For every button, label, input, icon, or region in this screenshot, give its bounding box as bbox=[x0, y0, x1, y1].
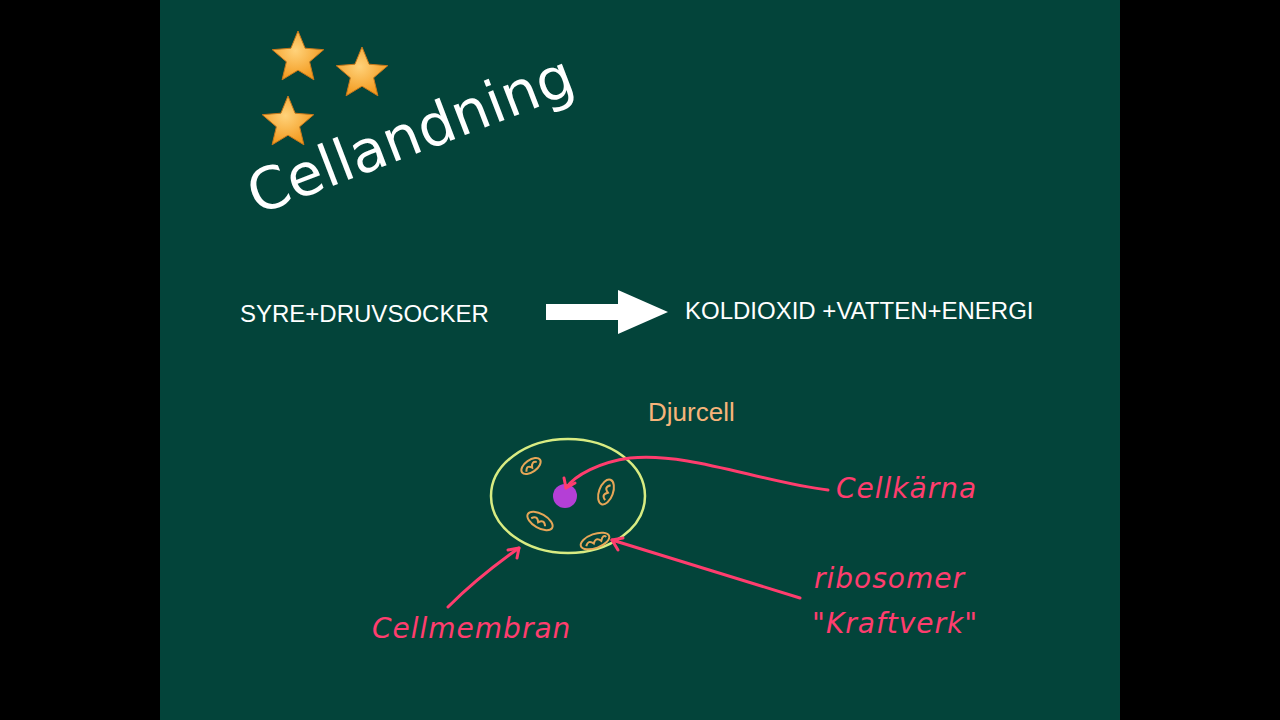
cell-membrane bbox=[491, 439, 645, 553]
part-label: ribosomer bbox=[814, 562, 965, 595]
star-icon bbox=[272, 31, 323, 80]
reaction-arrow bbox=[546, 290, 668, 334]
part-label: Cellmembran bbox=[372, 612, 571, 645]
mitochondria bbox=[519, 455, 617, 553]
star-icon bbox=[336, 47, 387, 96]
part-label: "Kraftverk" bbox=[812, 607, 978, 640]
leader-lines bbox=[448, 457, 828, 607]
reactant-text: SYRE+DRUVSOCKER bbox=[240, 300, 489, 328]
product-text: KOLDIOXID +VATTEN+ENERGI bbox=[685, 297, 1034, 325]
part-label: Cellkärna bbox=[836, 472, 977, 505]
cell-type-label: Djurcell bbox=[648, 397, 735, 428]
